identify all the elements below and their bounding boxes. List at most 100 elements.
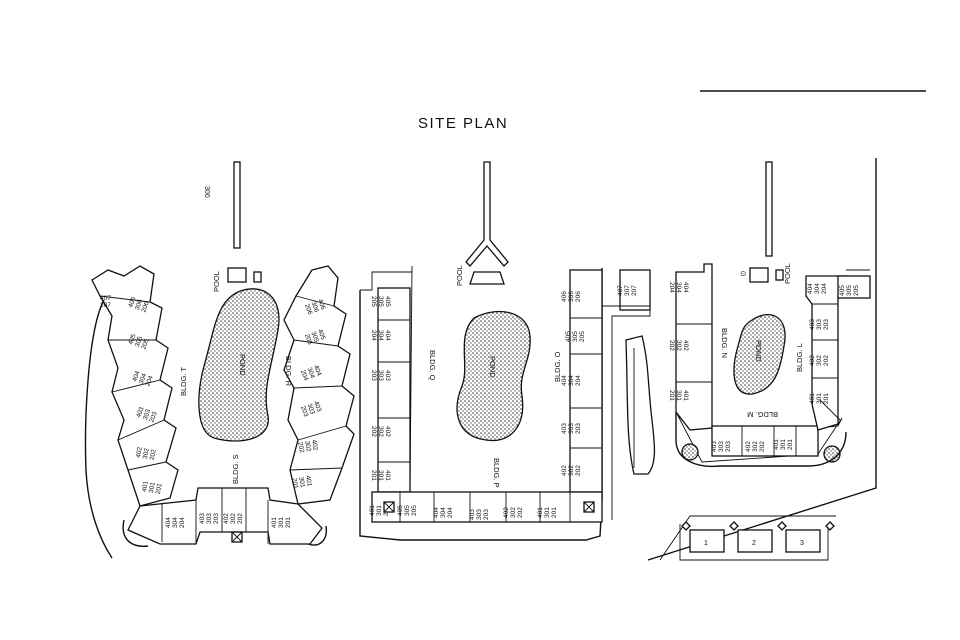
building-o-extra (619, 269, 651, 311)
unit-t-403: 403303203 (135, 406, 159, 424)
unit-t-402: 402302202 (135, 446, 158, 461)
unit-m-401: 401301201 (773, 439, 794, 450)
bldg-n-label: BLDG. N (720, 328, 729, 358)
bldg-p-label: BLDG. P (492, 458, 501, 488)
building-q (377, 287, 411, 493)
pond-label-left: POND (238, 354, 247, 376)
unit-m-402: 402302202 (745, 441, 766, 452)
unit-o-403: 403303203 (561, 423, 582, 434)
unit-o-404: 404304204 (561, 375, 582, 386)
center-complex: POOL POND 405305205 404304204 403303203 … (359, 161, 656, 541)
drive-right-loop (675, 412, 847, 468)
entry-box-p-right-x (583, 501, 595, 513)
right-complex: ⊙ POOL POND 404304204 402302202 40130120… (647, 158, 877, 561)
unit-l-405: 405305205 (839, 285, 860, 296)
pond-left (198, 288, 280, 442)
unit-r-402: 402302202 (296, 439, 319, 454)
lot-1-label: 1 (704, 540, 708, 547)
unit-p-402: 402302202 (503, 507, 524, 518)
unit-o-402: 402302202 (561, 465, 582, 476)
unit-n-402: 402302202 (668, 340, 689, 351)
dock-center (465, 161, 509, 267)
building-m-dividers (741, 426, 797, 456)
unit-l-401: 401301201 (809, 393, 830, 404)
unit-r-403: 403303203 (299, 400, 323, 418)
unit-t-401: 401301201 (141, 480, 164, 495)
unit-o-406: 406306206 (561, 291, 582, 302)
building-s-dividers (161, 488, 269, 544)
pool-right (749, 267, 769, 283)
bldg-q-label: BLDG. Q (428, 350, 437, 381)
unit-n-401: 401301201 (668, 390, 689, 401)
pool-house-left (253, 271, 262, 283)
drive-left (84, 299, 113, 559)
drive-left-curb (122, 519, 149, 547)
pond-center (456, 311, 531, 442)
unit-q-403: 403303203 (370, 370, 391, 381)
unit-q-401: 401301201 (370, 470, 391, 481)
unit-r-406: 406306206 (303, 298, 327, 316)
building-o-dividers (570, 317, 602, 449)
unit-q-405: 405305205 (370, 296, 391, 307)
center-side-road (602, 305, 651, 520)
unit-p-404: 404304204 (433, 507, 454, 518)
lot-markers (681, 521, 835, 531)
building-p-dividers (399, 492, 571, 522)
building-p (371, 491, 603, 523)
lot-1 (689, 529, 725, 553)
pool-label-center: POOL (455, 265, 464, 286)
unit-q-404: 404304204 (370, 330, 391, 341)
pool-right-marker: ⊙ (740, 269, 746, 278)
pool-center (469, 271, 505, 285)
bldg-l-label: BLDG. L (795, 343, 804, 372)
marker-300: 300 (203, 186, 210, 198)
round-planter-left (681, 443, 699, 461)
unit-t-405: 405305205 (127, 333, 151, 351)
building-q-dividers (378, 319, 410, 463)
building-n-dividers (676, 323, 712, 383)
bldg-s-label: BLDG. S (231, 454, 240, 484)
building-l-dividers (812, 303, 838, 379)
unit-q-402: 402302202 (370, 426, 391, 437)
unit-s-401: 401301201 (271, 517, 292, 528)
bldg-r-label: BLDG. R (284, 356, 293, 387)
lot-3 (785, 529, 821, 553)
dock-right (765, 161, 773, 257)
strip-park (625, 335, 656, 475)
dock-left (233, 161, 241, 249)
bldg-m-label: BLDG. M (747, 410, 778, 419)
lot-2-label: 2 (752, 540, 756, 547)
pond-label-center: POND (488, 356, 497, 378)
bldg-t-label: BLDG. T (179, 367, 188, 396)
bldg-o-label: BLDG. O (553, 351, 562, 382)
unit-l-404: 404304204 (807, 283, 828, 294)
pool-left (227, 267, 247, 283)
pool-label-right: POOL (783, 263, 792, 284)
building-l-wing (837, 275, 871, 299)
unit-o-405: 405305205 (565, 331, 586, 342)
page-title: SITE PLAN (418, 115, 508, 132)
unit-s-403: 403303203 (199, 513, 220, 524)
lot-road (659, 515, 836, 561)
unit-l-403: 403303203 (809, 319, 830, 330)
unit-p-405: 405305205 (397, 505, 418, 516)
center-frame-left (360, 265, 413, 493)
building-r-dividers (289, 295, 347, 471)
unit-s-402: 402302202 (223, 513, 244, 524)
unit-p-403: 403303203 (469, 509, 490, 520)
unit-r-405: 405305205 (303, 328, 327, 346)
unit-p-401: 401301201 (537, 507, 558, 518)
unit-s-404: 404304204 (165, 517, 186, 528)
building-m (711, 425, 819, 457)
entry-box-p-left-x (383, 501, 395, 513)
lot-boundary (679, 524, 829, 561)
unit-r-401: 401301201 (290, 475, 313, 490)
unit-t-404: 404304204 (131, 370, 155, 388)
unit-t-406: 406306206 (127, 296, 151, 314)
lot-2 (737, 529, 773, 553)
walkway-l (819, 399, 841, 421)
